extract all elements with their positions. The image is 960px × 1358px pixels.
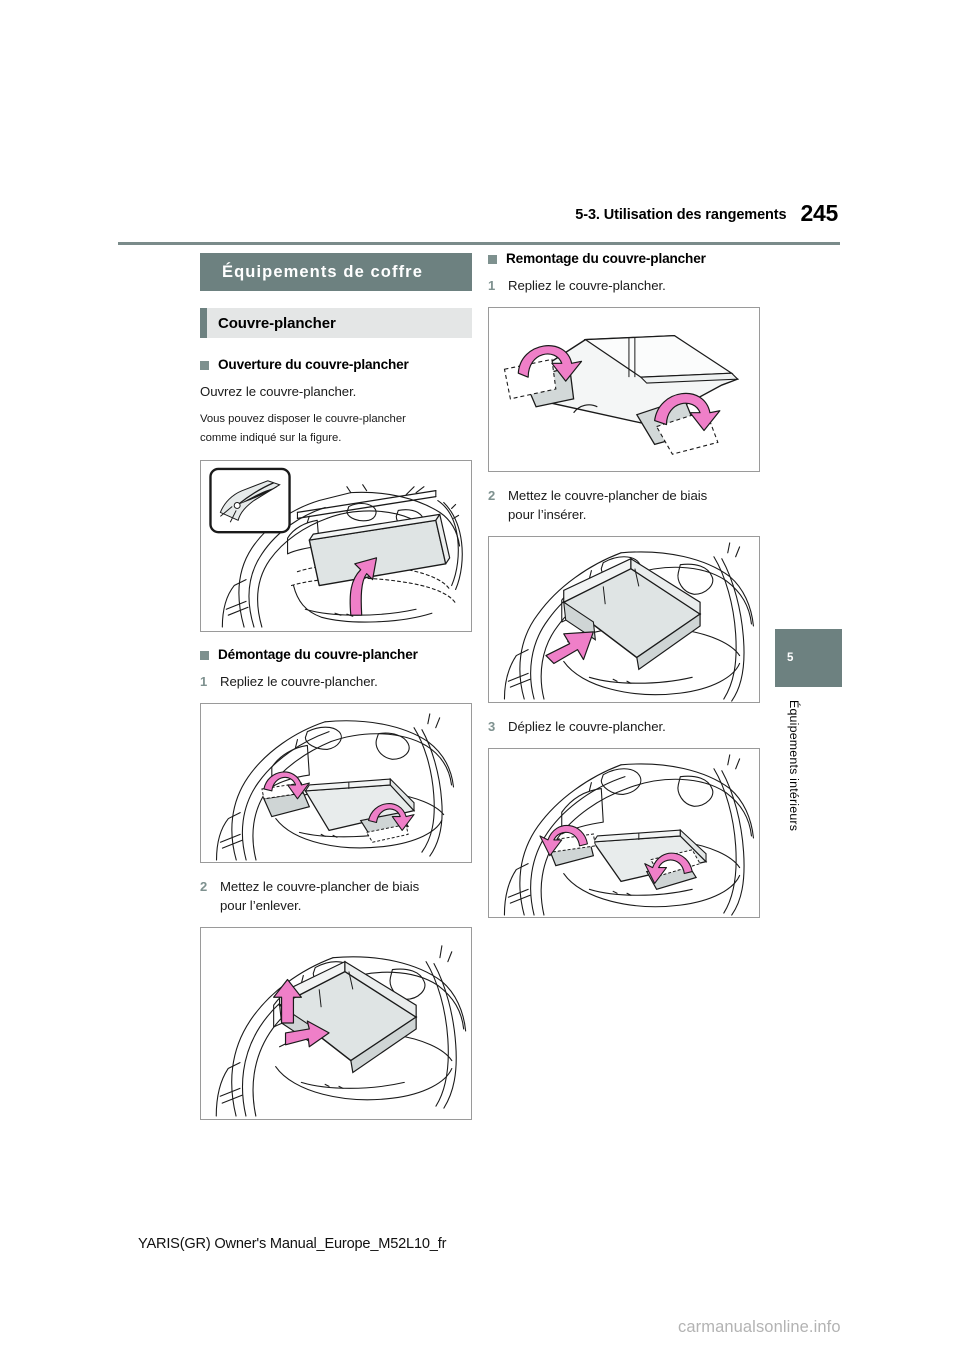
step-item: 2 Mettez le couvre-plancher de biais pou… — [488, 486, 760, 524]
left-column: Équipements de coffre Couvre-plancher Ou… — [200, 253, 472, 1134]
header-divider — [118, 242, 840, 245]
step-text-line-2: pour l’insérer. — [508, 507, 587, 522]
figure-cover-insert-angled — [488, 536, 760, 703]
subheading-ouverture: Ouverture du couvre-plancher — [200, 356, 472, 374]
step-item: 2 Mettez le couvre-plancher de biais pou… — [200, 877, 472, 915]
step-item: 3 Dépliez le couvre-plancher. — [488, 717, 760, 736]
chapter-banner: Équipements de coffre — [200, 253, 472, 291]
pink-arrow-fold-left-icon — [517, 345, 583, 382]
step-text-line-1: Mettez le couvre-plancher de biais — [220, 879, 420, 894]
step-number: 1 — [200, 674, 208, 689]
section-bar-tick — [200, 308, 207, 338]
header-section-title: 5-3. Utilisation des rangements — [575, 207, 787, 223]
figure-floor-cover-removal — [200, 927, 472, 1120]
section-bar-label: Couvre-plancher — [218, 314, 336, 332]
pink-arrow-fold-left-icon — [263, 771, 310, 800]
step-text: Dépliez le couvre-plancher. — [508, 719, 666, 734]
pink-arrow-up-icon — [273, 978, 302, 1024]
footer-document-id: YARIS(GR) Owner's Manual_Europe_M52L10_f… — [138, 1236, 447, 1252]
step-text: Mettez le couvre-plancher de biais pour … — [220, 877, 419, 915]
figure-floor-cover-fold-in-trunk — [200, 703, 472, 863]
step-number: 1 — [488, 278, 496, 293]
section-bar: Couvre-plancher — [200, 308, 472, 338]
pink-arrow-lift-icon — [349, 557, 378, 616]
subheading-remontage: Remontage du couvre-plancher — [488, 250, 760, 268]
subheading-label: Ouverture du couvre-plancher — [218, 357, 409, 372]
square-bullet-icon — [488, 255, 497, 264]
figure-cover-detached-fold-graphic — [503, 334, 740, 455]
step-text-line-2: pour l’enlever. — [220, 898, 302, 913]
chapter-tab-title: Équipements intérieurs — [787, 700, 801, 832]
step-number: 3 — [488, 719, 496, 734]
step-text: Mettez le couvre-plancher de biais pour … — [508, 486, 707, 524]
body-text-ouvrez: Ouvrez le couvre-plancher. — [200, 384, 357, 399]
figure-trunk-open-floor-cover-graphic — [209, 467, 463, 628]
watermark-text: carmanualsonline.info — [678, 1318, 841, 1336]
pink-arrow-unfold-right-icon — [644, 852, 693, 884]
note-paragraph: Vous pouvez disposer le couvre-plancher … — [200, 410, 472, 448]
square-bullet-icon — [200, 651, 209, 660]
page-header: 5-3. Utilisation des rangements 245 — [118, 200, 840, 246]
step-item: 1 Repliez le couvre-plancher. — [200, 672, 472, 691]
figure-inset-detail — [209, 467, 291, 534]
figure-trunk-open-floor-cover — [200, 460, 472, 632]
step-number: 2 — [488, 488, 496, 503]
subheading-label: Démontage du couvre-plancher — [218, 647, 418, 662]
subheading-demontage: Démontage du couvre-plancher — [200, 646, 472, 664]
figure-cover-detached-fold — [488, 307, 760, 472]
step-text: Repliez le couvre-plancher. — [508, 278, 666, 293]
step-item: 1 Repliez le couvre-plancher. — [488, 276, 760, 295]
step-text: Repliez le couvre-plancher. — [220, 674, 378, 689]
pink-arrow-unfold-left-icon — [539, 824, 588, 857]
chapter-tab-number: 5 — [775, 629, 842, 687]
square-bullet-icon — [200, 361, 209, 370]
step-text-line-1: Mettez le couvre-plancher de biais — [508, 488, 708, 503]
subheading-label: Remontage du couvre-plancher — [506, 251, 706, 266]
figure-cover-unfold-graphic — [503, 754, 755, 916]
right-column: Remontage du couvre-plancher 1 Repliez l… — [488, 250, 760, 932]
figure-cover-unfold-in-trunk — [488, 748, 760, 918]
note-line-2: comme indiqué sur la figure. — [200, 432, 342, 444]
pink-arrow-fold-right-icon — [654, 392, 721, 432]
step-number: 2 — [200, 879, 208, 894]
note-line-1: Vous pouvez disposer le couvre-plancher — [200, 413, 406, 425]
figure-floor-cover-removal-graphic — [215, 945, 467, 1117]
page-number: 245 — [800, 200, 839, 226]
pink-arrow-fold-right-icon — [368, 803, 415, 831]
header-row: 5-3. Utilisation des rangements 245 — [118, 200, 840, 232]
pink-arrow-out-icon — [284, 1020, 330, 1048]
figure-cover-insert-graphic — [503, 542, 754, 702]
chapter-tab-number-label: 5 — [787, 652, 794, 664]
pink-arrow-insert-icon — [545, 631, 594, 665]
figure-floor-cover-fold-graphic — [215, 713, 455, 861]
